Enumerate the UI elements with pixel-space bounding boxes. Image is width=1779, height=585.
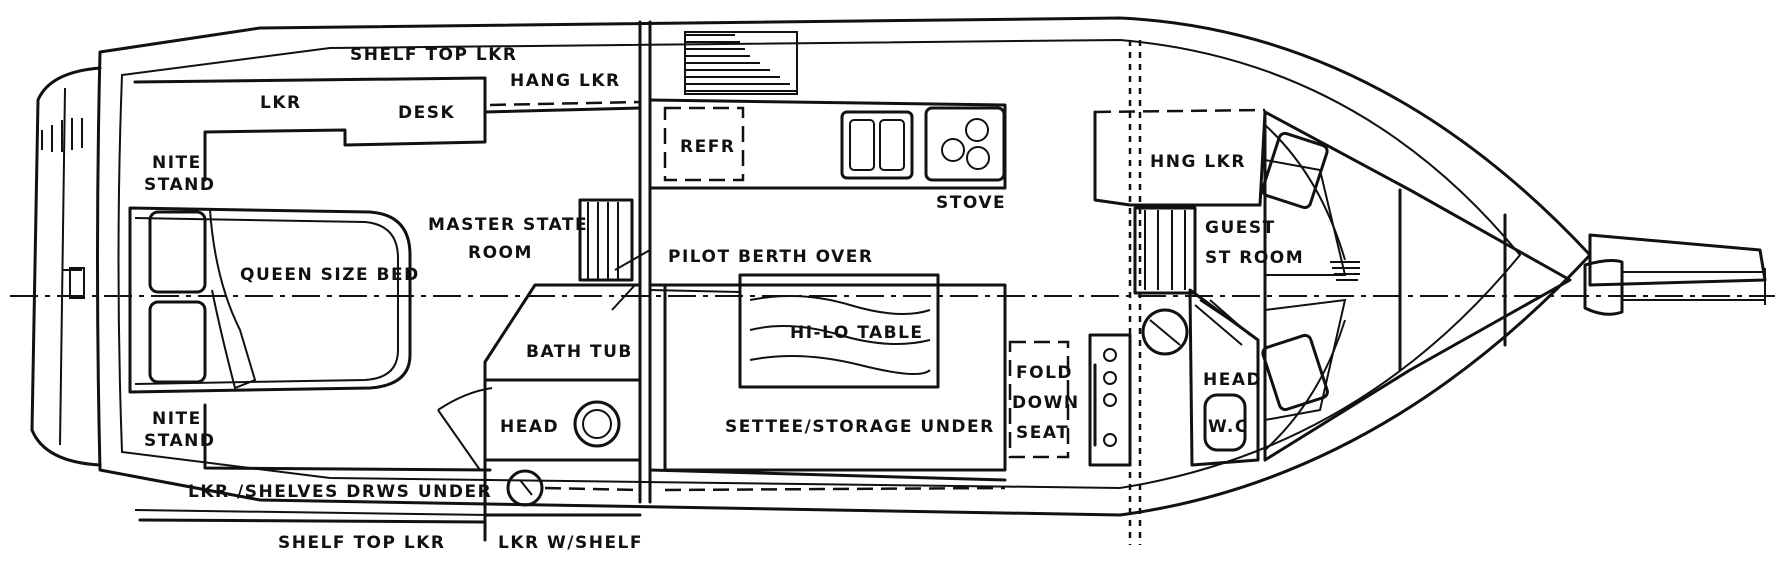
- label-fold-down-seat-2: DOWN: [1012, 393, 1080, 413]
- salon-galley-layout: [648, 31, 1070, 492]
- label-nite-stand-top-1: NITE: [152, 153, 202, 173]
- label-refr: REFR: [680, 137, 735, 157]
- label-lkr-w-shelf: LKR W/SHELF: [498, 533, 643, 553]
- label-guest-st-room-2: ST ROOM: [1205, 248, 1304, 268]
- label-lkr-shelves: LKR /SHELVES DRWS UNDER: [188, 482, 492, 502]
- label-stove: STOVE: [936, 193, 1006, 213]
- label-guest-st-room-1: GUEST: [1205, 218, 1276, 238]
- label-pilot-berth: PILOT BERTH OVER: [668, 247, 873, 267]
- label-nite-stand-top-2: STAND: [144, 175, 216, 195]
- label-hi-lo-table: HI-LO TABLE: [790, 323, 924, 343]
- label-master-state-room-2: ROOM: [468, 243, 533, 263]
- label-settee: SETTEE/STORAGE UNDER: [725, 417, 995, 437]
- label-queen-size-bed: QUEEN SIZE BED: [240, 265, 420, 285]
- label-head-aft: HEAD: [500, 417, 559, 437]
- label-nite-stand-bottom-1: NITE: [152, 409, 202, 429]
- label-fold-down-seat-3: SEAT: [1016, 423, 1069, 443]
- label-wc: W.C: [1208, 417, 1249, 437]
- master-stateroom-layout: [128, 20, 652, 542]
- label-shelf-top-lkr-top: SHELF TOP LKR: [350, 45, 517, 65]
- label-hang-lkr: HANG LKR: [510, 71, 621, 91]
- label-nite-stand-bottom-2: STAND: [144, 431, 216, 451]
- label-shelf-top-lkr-bottom: SHELF TOP LKR: [278, 533, 445, 553]
- label-bath-tub: BATH TUB: [526, 342, 633, 362]
- label-lkr: LKR: [260, 93, 302, 113]
- label-desk: DESK: [398, 103, 455, 123]
- label-hng-lkr: HNG LKR: [1150, 152, 1246, 172]
- label-master-state-room-1: MASTER STATE: [428, 215, 588, 235]
- label-fold-down-seat-1: FOLD: [1016, 363, 1073, 383]
- hull-outline: [30, 16, 1767, 517]
- label-head-fwd: HEAD: [1203, 370, 1262, 390]
- forward-cabin-layout: [1088, 40, 1572, 545]
